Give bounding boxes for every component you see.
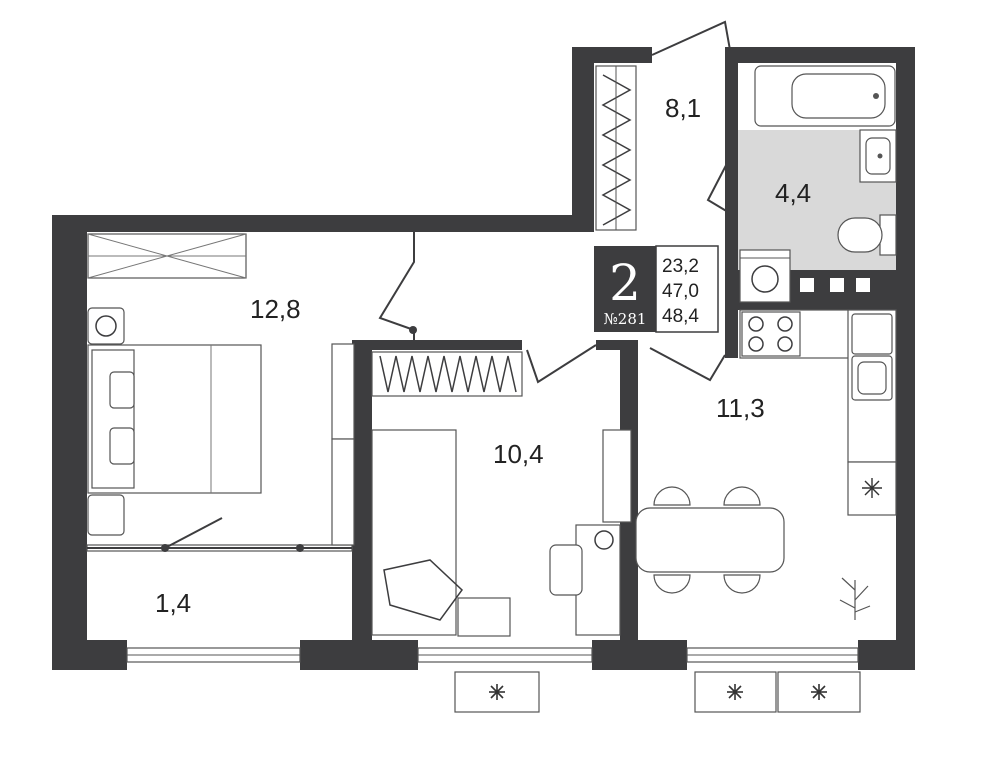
area-balcony: 1,4 <box>155 588 191 618</box>
radiator-icon <box>489 684 827 700</box>
room2-wardrobe <box>371 351 523 397</box>
washing-machine-icon <box>739 249 791 303</box>
badge-rooms: 2 <box>609 254 641 312</box>
plant-icon <box>839 577 871 620</box>
badge-number: №281 <box>604 310 647 328</box>
sink-icon <box>859 129 897 183</box>
area-room2: 10,4 <box>493 439 544 469</box>
bedroom-shelf <box>331 343 355 546</box>
bed <box>87 344 262 494</box>
badge-stat-3: 48,4 <box>662 306 699 327</box>
nightstands <box>87 307 125 536</box>
hall-wardrobe <box>595 65 637 231</box>
radiators <box>454 671 861 713</box>
badge-stat-2: 47,0 <box>662 281 699 302</box>
windows <box>126 647 859 663</box>
toilet-icon <box>837 214 897 256</box>
area-bedroom: 12,8 <box>250 294 301 324</box>
utility-shelf <box>800 278 870 292</box>
apartment-badge: 2 №281 23,2 47,0 48,4 <box>594 245 719 333</box>
badge-stat-1: 23,2 <box>662 256 699 277</box>
area-kitchen: 11,3 <box>716 393 765 423</box>
bedroom-wardrobe <box>87 233 247 279</box>
kitchen-sink <box>851 313 893 401</box>
area-bathroom: 4,4 <box>775 178 811 208</box>
stove-icon <box>741 311 801 357</box>
room2-bed <box>371 429 463 636</box>
fridge <box>847 461 897 516</box>
room2-desk <box>457 429 632 637</box>
walls <box>52 47 915 670</box>
area-hall: 8,1 <box>665 93 701 123</box>
dining-table <box>635 486 785 594</box>
bathtub-icon <box>754 65 896 127</box>
